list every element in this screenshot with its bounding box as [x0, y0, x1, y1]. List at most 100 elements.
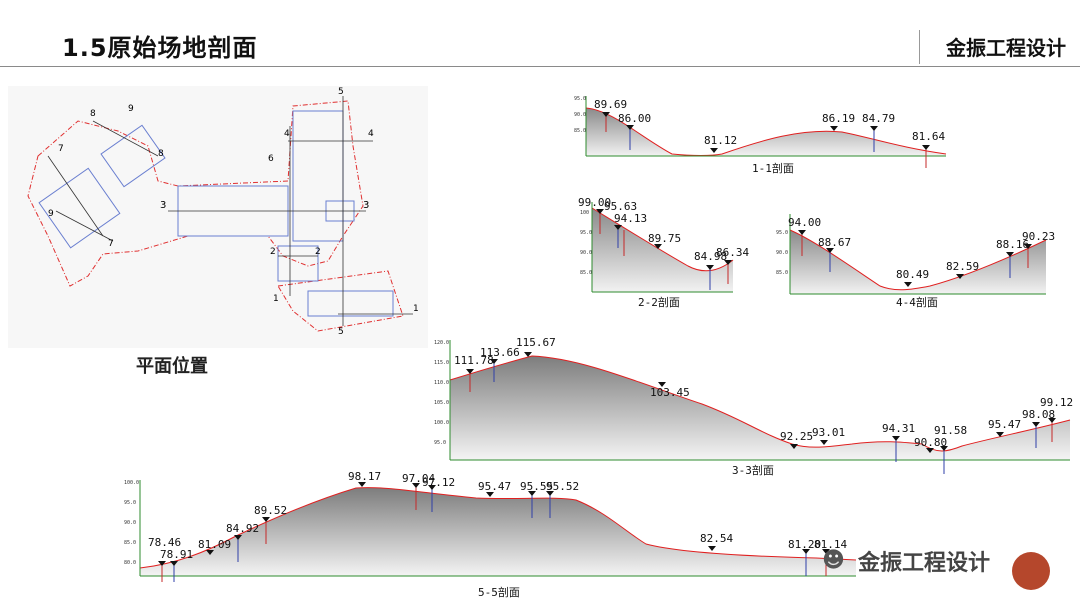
elevation-label: 94.13 — [614, 212, 647, 225]
elevation-label: 84.92 — [226, 522, 259, 535]
section-caption: 5-5剖面 — [478, 585, 520, 599]
tick-label: 105.0 — [434, 400, 449, 406]
svg-text:9: 9 — [128, 104, 134, 114]
header-rule — [0, 66, 1080, 67]
svg-text:8: 8 — [90, 109, 96, 119]
seal-logo — [1012, 552, 1050, 590]
svg-text:1: 1 — [273, 294, 279, 304]
svg-text:5: 5 — [338, 327, 344, 337]
tick-label: 95.0 — [124, 500, 136, 506]
site-plan: 3 3 4 4 2 2 5 5 1 1 6 7 7 8 8 9 9 — [8, 86, 428, 348]
elevation-label: 95.63 — [604, 200, 637, 213]
page-title: 1.5原始场地剖面 — [62, 34, 258, 62]
elevation-label: 89.52 — [254, 504, 287, 517]
svg-text:8: 8 — [158, 149, 164, 159]
tick-label: 90.0 — [574, 112, 586, 118]
elevation-label: 88.67 — [818, 236, 851, 249]
elevation-label: 82.54 — [700, 532, 733, 545]
svg-text:9: 9 — [48, 209, 54, 219]
elevation-label: 90.80 — [914, 436, 947, 449]
elevation-label: 81.20 — [788, 538, 821, 551]
watermark-text: 金振工程设计 — [858, 551, 991, 576]
elevation-label: 95.52 — [546, 480, 579, 493]
svg-text:3: 3 — [160, 200, 166, 211]
elevation-label: 99.12 — [1040, 396, 1073, 409]
elevation-label: 97.12 — [422, 476, 455, 489]
elevation-label: 80.49 — [896, 268, 929, 281]
tick-label: 85.0 — [124, 540, 136, 546]
elevation-label: 81.12 — [704, 134, 737, 147]
svg-text:6: 6 — [268, 154, 274, 164]
tick-label: 90.0 — [580, 250, 592, 256]
tick-label: 80.0 — [124, 560, 136, 566]
company-name: 金振工程设计 — [946, 36, 1066, 60]
elevation-label: 111.78 — [454, 354, 494, 367]
svg-text:2: 2 — [270, 247, 276, 257]
elevation-label: 115.67 — [516, 336, 556, 349]
tick-label: 110.0 — [434, 380, 449, 386]
section-caption: 1-1剖面 — [752, 161, 794, 175]
elevation-label: 98.17 — [348, 470, 381, 483]
svg-text:4: 4 — [284, 129, 290, 139]
elevation-label: 99.00 — [578, 196, 611, 209]
section-1-1: 95.0 90.0 85.0 89.69 86.00 81.12 86.19 8… — [574, 96, 947, 175]
elevation-label: 93.01 — [812, 426, 845, 439]
plan-caption: 平面位置 — [136, 356, 208, 377]
tick-label: 95.0 — [434, 440, 446, 446]
elevation-label: 78.46 — [148, 536, 181, 549]
svg-text:7: 7 — [108, 239, 114, 249]
elevation-label: 92.25 — [780, 430, 813, 443]
section-3-3: 120.0 115.0 110.0 105.0 100.0 95.0 111.7… — [434, 336, 1073, 477]
svg-text:2: 2 — [315, 247, 321, 257]
tick-label: 90.0 — [776, 250, 788, 256]
elevation-label: 86.00 — [618, 112, 651, 125]
elevation-label: 81.14 — [814, 538, 847, 551]
elevation-label: 97.04 — [402, 472, 435, 485]
tick-label: 90.0 — [124, 520, 136, 526]
tick-label: 95.0 — [580, 230, 592, 236]
section-4-4: 95.0 90.0 85.0 94.00 88.67 80.49 82.59 8… — [776, 214, 1055, 309]
svg-text:7: 7 — [58, 144, 64, 154]
svg-text:4: 4 — [368, 129, 374, 139]
elevation-label: 88.16 — [996, 238, 1029, 251]
elevation-label: 95.47 — [478, 480, 511, 493]
tick-label: 100.0 — [124, 480, 139, 486]
elevation-label: 98.08 — [1022, 408, 1055, 421]
elevation-label: 81.64 — [912, 130, 945, 143]
elevation-label: 94.00 — [788, 216, 821, 229]
section-2-2: 100 95.0 90.0 85.0 99.00 95.63 94.13 89.… — [578, 196, 749, 309]
elevation-label: 89.75 — [648, 232, 681, 245]
elevation-label: 81.09 — [198, 538, 231, 551]
tick-label: 85.0 — [574, 128, 586, 134]
elevation-label: 95.55 — [520, 480, 553, 493]
svg-text:1: 1 — [413, 304, 419, 314]
elevation-label: 89.69 — [594, 98, 627, 111]
tick-label: 85.0 — [776, 270, 788, 276]
elevation-label: 84.98 — [694, 250, 727, 263]
tick-label: 115.0 — [434, 360, 449, 366]
svg-text:3: 3 — [363, 200, 369, 211]
elevation-label: 113.66 — [480, 346, 520, 359]
elevation-label: 95.47 — [988, 418, 1021, 431]
elevation-label: 94.31 — [882, 422, 915, 435]
elevation-label: 82.59 — [946, 260, 979, 273]
elevation-label: 103.45 — [650, 386, 690, 399]
tick-label: 95.0 — [574, 96, 586, 102]
elevation-label: 84.79 — [862, 112, 895, 125]
section-5-5: 100.0 95.0 90.0 85.0 80.0 78.46 78.91 81… — [124, 470, 857, 599]
elevation-label: 86.19 — [822, 112, 855, 125]
svg-text:5: 5 — [338, 87, 344, 97]
tick-label: 120.0 — [434, 340, 449, 346]
section-caption: 4-4剖面 — [896, 295, 938, 309]
header-separator — [919, 30, 920, 64]
elevation-label: 91.58 — [934, 424, 967, 437]
elevation-label: 90.23 — [1022, 230, 1055, 243]
elevation-label: 78.91 — [160, 548, 193, 561]
tick-label: 100.0 — [434, 420, 449, 426]
section-caption: 3-3剖面 — [732, 463, 774, 477]
section-caption: 2-2剖面 — [638, 295, 680, 309]
tick-label: 85.0 — [580, 270, 592, 276]
tick-label: 95.0 — [776, 230, 788, 236]
wechat-icon: ☻ — [822, 548, 845, 573]
tick-label: 100 — [580, 210, 589, 216]
